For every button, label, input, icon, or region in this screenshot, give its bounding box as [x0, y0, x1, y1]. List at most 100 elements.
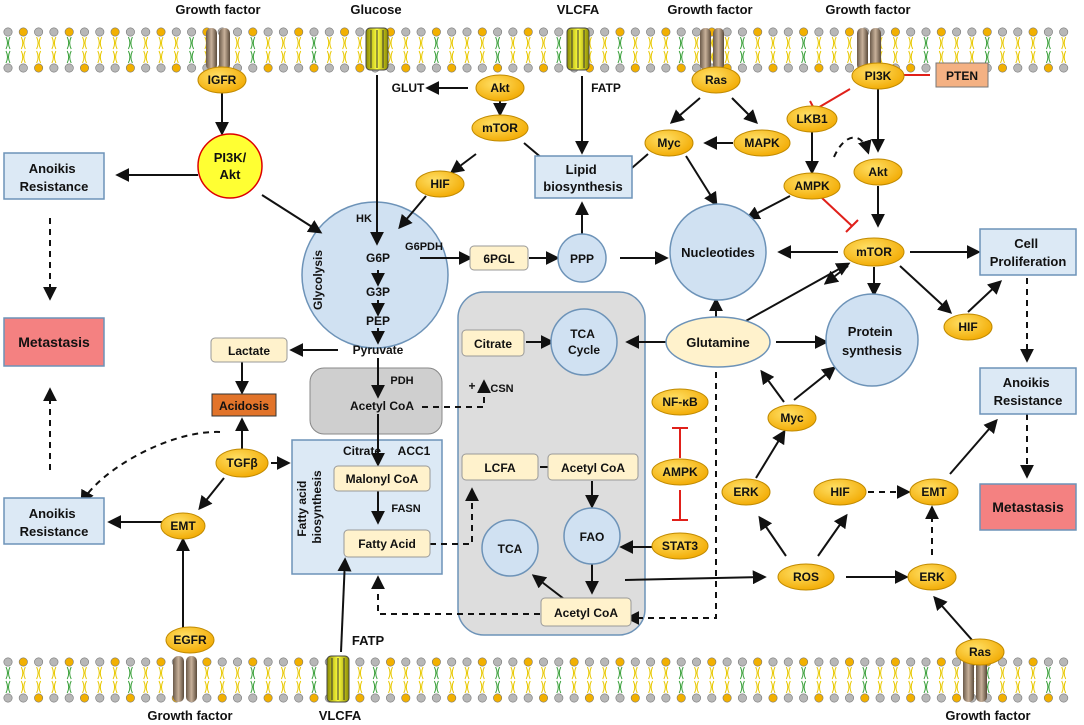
mtor-right-oval [843, 237, 905, 267]
mapk-oval [733, 129, 791, 157]
lipid-head [416, 27, 426, 37]
lipid-tail [770, 36, 776, 64]
lipid-head [416, 63, 426, 73]
lipid-head [1059, 693, 1069, 703]
lipid-tail [678, 36, 684, 64]
lipid-head [661, 27, 671, 37]
lipid-line1: Lipid [566, 162, 597, 177]
lipid-head [783, 693, 793, 703]
mtor-right-oval-label: mTOR [856, 245, 892, 259]
lipid-head [34, 657, 44, 667]
fa-title-line2: biosynthesis [310, 470, 324, 544]
fa-title-line1: Fatty acid [295, 481, 309, 537]
anoikis-top-left-line2: Resistance [20, 179, 89, 194]
cell-proliferation-box [979, 228, 1077, 276]
lipid-head [523, 657, 533, 667]
lipid-tail [250, 666, 256, 694]
lipid-head [707, 657, 717, 667]
lipid-head [508, 27, 518, 37]
lipid-head [263, 63, 273, 73]
label-ppp: PPP [570, 252, 594, 266]
label-glucose: Glucose [350, 2, 401, 17]
protein-synthesis-circle [825, 293, 919, 387]
lipid-head [64, 693, 74, 703]
ampk-right-oval [783, 172, 841, 200]
hif-right-oval-label: HIF [958, 320, 977, 334]
lipid-head [156, 693, 166, 703]
anoikis-bottom-left-line1: Anoikis [29, 506, 76, 521]
lipid-tail [342, 36, 348, 64]
lipid-head [997, 657, 1007, 667]
lipid-tail [235, 666, 240, 694]
lipid-head [3, 63, 13, 73]
lipid-head [646, 657, 656, 667]
lipid-head [18, 657, 28, 667]
lipid-tail [219, 666, 225, 694]
stat3-oval-label: STAT3 [662, 539, 699, 553]
lipid-head [737, 693, 747, 703]
lipid-tail [357, 666, 363, 694]
lipid-tail [173, 36, 179, 64]
lipid-head [125, 27, 135, 37]
lipid-tail [632, 36, 638, 64]
lipid-tail [433, 666, 439, 694]
fatp-channel-top [566, 27, 590, 71]
lipid-head [447, 693, 457, 703]
lipid-head [554, 27, 564, 37]
nfkb-oval-label: NF-κB [662, 395, 698, 409]
lipid-head [156, 657, 166, 667]
ppp-circle [557, 233, 607, 283]
top-membrane [3, 27, 1069, 73]
lipid-head [401, 693, 411, 703]
lipid-head [615, 63, 625, 73]
lipid-tail [326, 36, 332, 64]
label-plus: + [468, 379, 475, 393]
lipid-tail [510, 36, 516, 64]
lipid-head [691, 27, 701, 37]
ampk-mid-oval [651, 458, 709, 486]
lipid-tail [265, 666, 271, 694]
ras-bottom-oval [955, 638, 1005, 666]
lipid-head [661, 693, 671, 703]
lipid-head [64, 657, 74, 667]
lipid-head [95, 657, 105, 667]
lipid-tail [82, 36, 87, 64]
label-g6pdh: G6PDH [405, 241, 443, 253]
lipid-head [814, 27, 824, 37]
lipid-tail [847, 36, 852, 64]
lipid-tail [1015, 666, 1021, 694]
anoikis-top-left-line1: Anoikis [29, 161, 76, 176]
lipid-head [278, 693, 288, 703]
lipid-tail [112, 666, 118, 694]
fatp-channel-bottom [326, 655, 350, 703]
lipid-tail [816, 666, 822, 694]
lipid-head [401, 657, 411, 667]
fao-circle [563, 507, 621, 565]
protein-line1: Protein [848, 324, 893, 339]
lipid-head [493, 693, 503, 703]
cell-prolif-line2: Proliferation [990, 254, 1067, 269]
cell-prolif-line1: Cell [1014, 236, 1038, 251]
lipid-head [936, 27, 946, 37]
pi3k-akt-circle [197, 133, 263, 199]
lipid-tail [311, 666, 317, 694]
lipid-head [294, 693, 304, 703]
lipid-tail [847, 666, 852, 694]
lipid-head [554, 63, 564, 73]
hif-top-oval-label: HIF [430, 177, 449, 191]
lipid-head [171, 27, 181, 37]
lipid-tail [158, 666, 164, 694]
lipid-head [676, 693, 686, 703]
lipid-tail [831, 36, 837, 64]
lipid-tail [403, 666, 409, 694]
lipid-head [1059, 63, 1069, 73]
lipid-tail [648, 36, 654, 64]
label-fatty-acid-title: Fatty acid biosynthesis [295, 470, 324, 544]
lipid-head [906, 657, 916, 667]
lipid-head [64, 63, 74, 73]
anoikis-bottom-left-line2: Resistance [20, 524, 89, 539]
lipid-head [554, 657, 564, 667]
tgfb-oval [215, 448, 269, 478]
lipid-tail [66, 36, 72, 64]
